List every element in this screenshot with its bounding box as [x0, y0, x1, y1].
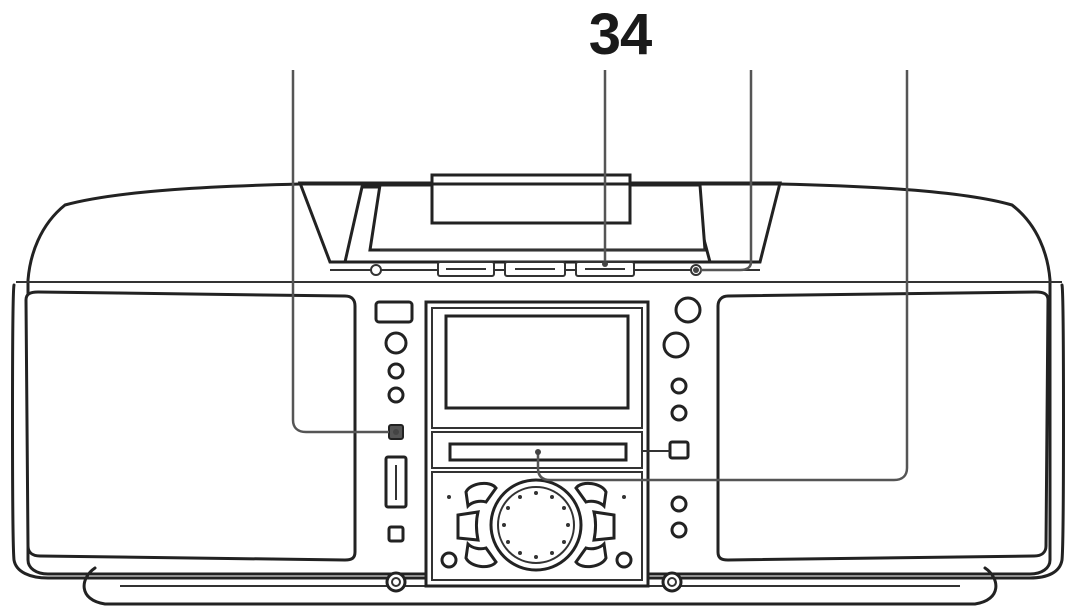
- callout-lines: [291, 70, 909, 482]
- right-controls: [642, 296, 702, 539]
- right-button-2: [670, 404, 688, 422]
- top-button-row: [370, 261, 702, 277]
- dial-small-left: [440, 551, 458, 569]
- left-controls: [374, 300, 414, 543]
- screw-left: [385, 571, 407, 593]
- jog-dial: [489, 478, 583, 572]
- right-knob-1: [674, 296, 702, 324]
- eject-button: [668, 440, 690, 460]
- left-button-2: [387, 386, 405, 404]
- top-section: [297, 173, 782, 264]
- bottom-screws: [385, 571, 683, 593]
- right-knob-2: [662, 331, 690, 359]
- screw-right: [661, 571, 683, 593]
- dial-small-right: [615, 551, 633, 569]
- dial-key-right-1: [592, 510, 616, 542]
- left-button-3: [387, 525, 405, 543]
- right-speaker: [716, 290, 1050, 562]
- dial-key-bottom-right: [574, 540, 608, 569]
- dial-key-top-left: [464, 481, 498, 510]
- display-screen: [444, 314, 630, 410]
- left-button-1: [387, 362, 405, 380]
- right-button-4: [670, 521, 688, 539]
- dial-key-top-right: [574, 481, 608, 510]
- callout-line-3: [700, 70, 753, 272]
- right-button-1: [670, 377, 688, 395]
- callout-line-1: [291, 70, 389, 434]
- left-speaker: [24, 290, 357, 562]
- speakers: [24, 290, 1050, 562]
- top-indicator-left: [370, 264, 382, 276]
- left-knob-1: [384, 331, 408, 355]
- dial-key-left-1: [456, 510, 480, 542]
- callout-line-4: [536, 70, 909, 482]
- page-number: 34: [588, 2, 653, 67]
- power-button: [374, 300, 414, 324]
- jog-dial-cluster: [440, 478, 633, 572]
- dial-key-bottom-left: [464, 540, 498, 569]
- right-button-3: [670, 495, 688, 513]
